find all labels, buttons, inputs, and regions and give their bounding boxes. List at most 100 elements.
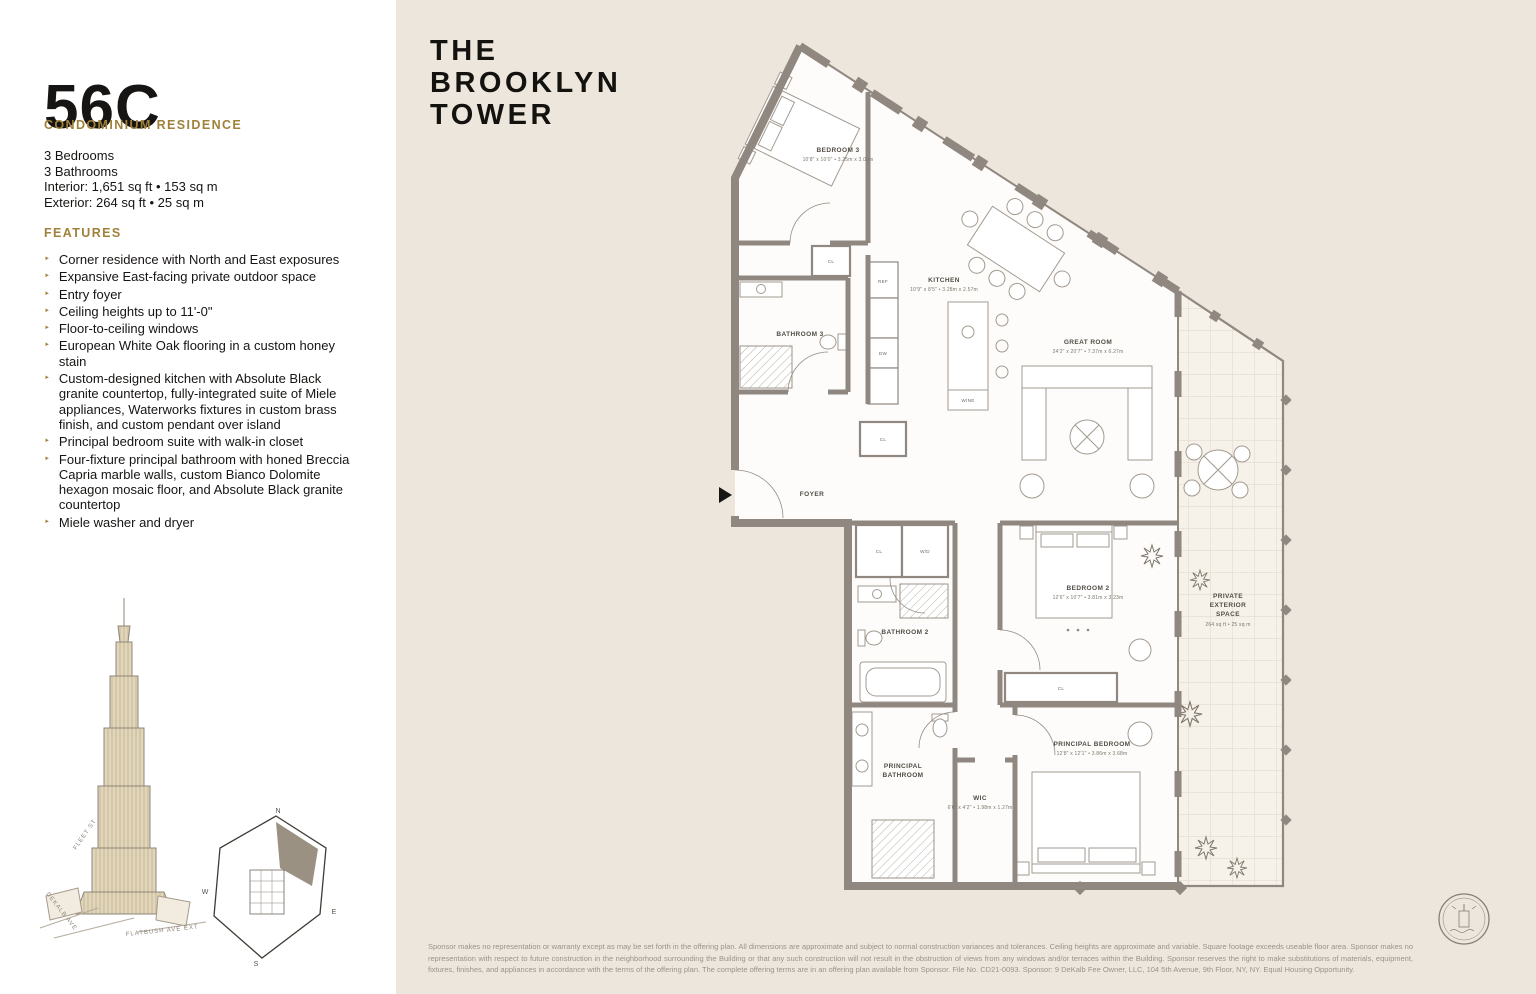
svg-text:10'9" x 8'5" • 3.28m x 2.57m: 10'9" x 8'5" • 3.28m x 2.57m [910,287,978,293]
svg-text:CL: CL [1058,686,1065,691]
feature-text: European White Oak flooring in a custom … [58,338,335,369]
feature-text: Entry foyer [58,286,122,302]
bullet-icon: ‣ [44,288,50,300]
feature-text: Floor-to-ceiling windows [58,321,199,337]
bullet-icon: ‣ [44,254,50,265]
disclaimer-text: Sponsor makes no representation or warra… [428,942,1413,975]
bullet-icon: ‣ [44,436,50,448]
room-label-bathroom-3: BATHROOM 3 [776,331,823,338]
bullet-icon: ‣ [44,323,50,335]
facade-columns [851,76,1292,896]
svg-text:CL: CL [880,437,887,442]
features-list: ‣ Corner residence with North and East ex… [44,252,362,532]
svg-text:CL: CL [828,259,835,264]
brooklyn-tower-seal-icon [1438,893,1490,945]
svg-text:CL: CL [876,549,883,554]
svg-text:6'6" x 4'2" • 1.98m x 1.27m: 6'6" x 4'2" • 1.98m x 1.27m [948,805,1013,811]
spec-bathrooms: 3 Bathrooms [44,163,118,179]
feature-item: ‣Miele washer and dryer [44,515,362,530]
room-label-wic: WIC 6'6" x 4'2" • 1.98m x 1.27m [948,795,1013,811]
entry-arrow-icon [719,487,732,503]
svg-text:GREAT ROOM: GREAT ROOM [1064,339,1112,346]
bullet-icon: ‣ [44,305,50,317]
svg-text:FOYER: FOYER [800,491,824,498]
spec-bedrooms: 3 Bedrooms [44,148,115,163]
bullet-icon: ‣ [44,516,50,528]
svg-text:REF: REF [878,279,888,284]
feature-item: ‣ Expansive East-facing private outdoor s… [44,269,362,284]
feature-item: ‣ European White Oak flooring in a custom… [44,338,362,369]
svg-text:PRIVATE: PRIVATE [1213,593,1243,600]
svg-text:EXTERIOR: EXTERIOR [1210,602,1246,609]
feature-item: ‣Ceiling heights up to 11'-0" [44,304,362,319]
feature-text: Principal bedroom suite with walk-in clo… [58,434,304,450]
svg-text:BEDROOM 2: BEDROOM 2 [1067,585,1110,592]
spec-exterior: Exterior: 264 sq ft • 25 sq m [44,194,204,210]
bullet-icon: ‣ [44,271,50,283]
terrace-floor [1178,291,1283,886]
svg-text:KITCHEN: KITCHEN [928,277,960,284]
compass-w: W [202,889,209,896]
room-label-principal-bathroom: PRINCIPAL BATHROOM [883,763,924,779]
feature-item: ‣ Floor-to-ceiling windows [44,321,362,336]
svg-text:WINE: WINE [961,398,974,403]
room-label-great-room: GREAT ROOM 24'2" x 20'7" • 7.37m x 6.27m [1053,339,1124,355]
feature-item: ‣Custom-designed kitchen with Absolute B… [44,371,362,432]
svg-text:BEDROOM 3: BEDROOM 3 [817,147,860,154]
room-label-kitchen: KITCHEN 10'9" x 8'5" • 3.28m x 2.57m [910,277,978,293]
unit-specs: 3 Bedrooms 3 Bathrooms Interior: 1,651 s… [44,148,218,210]
feature-item: ‣ Corner residence with North and East ex… [44,252,362,267]
floorplan-panel: BEDROOM 3 10'8" x 10'0" • 3.25m x 3.05m … [396,0,1536,994]
svg-text:PRINCIPAL BEDROOM: PRINCIPAL BEDROOM [1054,741,1131,748]
interior-walls [737,92,1178,886]
kitchen-island [947,301,1009,411]
exterior-walls [731,42,1285,890]
svg-text:24'2" x 20'7" • 7.37m x 6.27m: 24'2" x 20'7" • 7.37m x 6.27m [1053,349,1124,355]
principal-bedroom-furniture [1015,721,1156,876]
feature-text: Expansive East-facing private outdoor sp… [58,269,317,285]
bathroom3-fixtures [739,281,847,389]
bullet-icon: ‣ [44,340,50,352]
room-label-bedroom-3: BEDROOM 3 10'8" x 10'0" • 3.25m x 3.05m [803,147,874,163]
svg-text:DW: DW [879,351,888,356]
building-illustration: FLEET ST DEKALB AVE FLATBUSH AVE EXT [39,598,207,939]
closet-boxes [810,244,1119,704]
svg-text:12'8" x 12'1" • 3.86m x 3.68m: 12'8" x 12'1" • 3.86m x 3.68m [1057,751,1128,757]
room-label-principal-bedroom: PRINCIPAL BEDROOM 12'8" x 12'1" • 3.86m … [1054,741,1131,757]
spec-interior: Interior: 1,651 sq ft • 153 sq m [44,179,218,194]
feature-text: Corner residence with North and East exp… [58,252,340,267]
room-label-bathroom-2: BATHROOM 2 [881,629,928,636]
svg-text:10'8" x 10'0" • 3.25m x 3.05m: 10'8" x 10'0" • 3.25m x 3.05m [803,157,874,163]
brand-logo: THE BROOKLYN TOWER [430,35,622,131]
svg-text:WIC: WIC [973,795,987,802]
kitchen-appliance-wall [867,261,899,405]
svg-text:12'6" x 10'7" • 3.81m x 3.23m: 12'6" x 10'7" • 3.81m x 3.23m [1053,595,1124,601]
compass-s: S [254,961,259,968]
svg-text:BATHROOM: BATHROOM [883,772,924,779]
room-label-bedroom-2: BEDROOM 2 12'6" x 10'7" • 3.81m x 3.23m [1053,585,1124,601]
keyplan-unit-highlight [276,822,318,886]
svg-text:264 sq ft • 25 sq m: 264 sq ft • 25 sq m [1205,622,1250,628]
bedroom2-furniture [1019,523,1152,662]
bathroom2-fixtures [857,583,949,703]
residence-type: CONDOMINIUM RESIDENCE [44,118,243,132]
svg-text:SPACE: SPACE [1216,611,1240,618]
feature-text: Custom-designed kitchen with Absolute Bl… [58,371,337,432]
great-room-furniture [1019,365,1155,499]
door-swings [734,202,1056,756]
principal-bathroom-fixtures [851,711,949,879]
svg-text:BATHROOM 3: BATHROOM 3 [776,331,823,338]
dining-table [961,198,1071,300]
floorplan-drawing: BEDROOM 3 10'8" x 10'0" • 3.25m x 3.05m … [719,42,1490,945]
compass-n: N [275,808,280,815]
compass-e: E [332,909,337,916]
map-label-fleet-st: FLEET ST [73,818,99,851]
feature-text: Four-fixture principal bathroom with hon… [58,451,350,513]
map-label-flatbush-ave: FLATBUSH AVE EXT [126,924,199,938]
info-panel: 56C CONDOMINIUM RESIDENCE 3 Bedrooms 3 B… [0,0,396,994]
room-label-private-exterior-space: PRIVATE EXTERIOR SPACE 264 sq ft • 25 sq… [1205,593,1250,628]
svg-text:BATHROOM 2: BATHROOM 2 [881,629,928,636]
feature-item: ‣ Principal bedroom suite with walk-in cl… [44,434,362,449]
terrace-furniture [1140,443,1251,879]
